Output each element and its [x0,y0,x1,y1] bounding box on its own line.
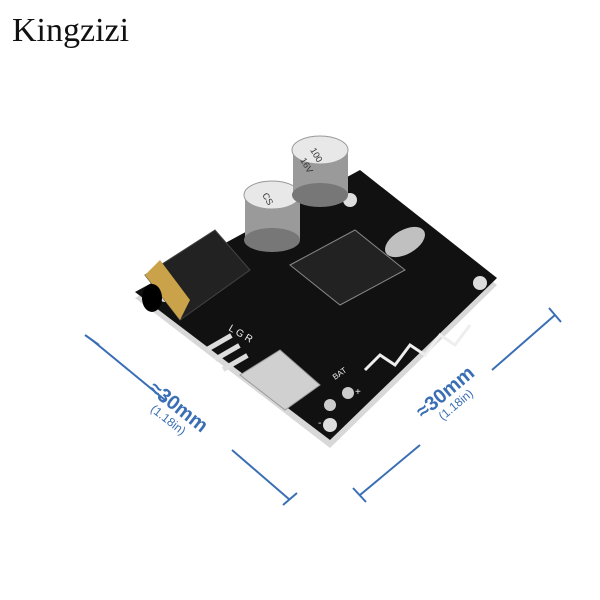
capacitor [291,135,349,207]
brand-logo: Kingzizi [12,12,130,49]
bat-pad [324,399,336,411]
ic-chip [289,229,406,306]
dimension-line-left-a [91,339,166,401]
crystal [385,226,425,258]
bat-pad [342,387,354,399]
minus-label: - [318,418,321,429]
micro-usb-port [239,349,321,411]
capacitor [243,180,301,252]
lgr-pads [205,333,249,372]
dimension-line-left-b [231,449,291,501]
plus-label: + [355,387,361,398]
pcb-antenna [363,324,472,372]
dimension-line-right-b [491,314,556,371]
dimension-line-right-a [359,444,421,496]
